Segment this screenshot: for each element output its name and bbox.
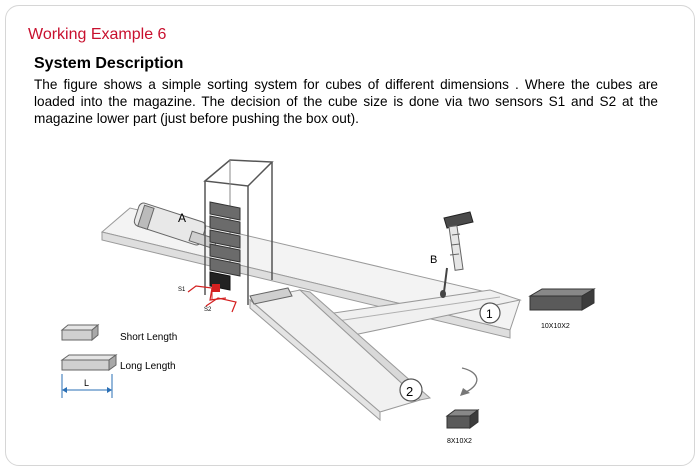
lower-chute [248, 289, 432, 422]
cylinder-b [440, 211, 474, 298]
small-cube [445, 409, 480, 429]
dimension-label: L [84, 378, 89, 388]
position-1-label: 1 [486, 307, 493, 321]
legend-short-label: Short Length [120, 332, 177, 343]
ejector-block [249, 287, 293, 305]
transfer-arrowhead-icon [460, 388, 470, 396]
slide-title: Working Example 6 [28, 26, 167, 43]
sensor-brackets [187, 285, 237, 313]
magazine-tower [203, 159, 274, 305]
description-text: The figure shows a simple sorting system… [34, 77, 658, 126]
section-heading: System Description [34, 55, 184, 72]
legend-long-block [60, 354, 118, 371]
transfer-arrow-icon [461, 367, 478, 393]
magazine-cube-stack [209, 201, 241, 292]
position-2-marker [399, 378, 423, 402]
sensor-s1-label: S1 [178, 287, 186, 293]
legend-short-block [60, 323, 100, 342]
small-cube-label: 8X10X2 [447, 438, 472, 445]
sensor-s2-label: S2 [204, 307, 212, 313]
dimension-arrow [61, 374, 113, 398]
cylinder-a-label: A [178, 211, 186, 225]
large-cube [528, 288, 596, 311]
position-1-marker [479, 302, 501, 324]
legend-long-label: Long Length [120, 361, 176, 372]
cylinder-b-label: B [430, 254, 437, 266]
large-cube-label: 10X10X2 [541, 323, 570, 330]
position-2-label: 2 [406, 384, 413, 399]
